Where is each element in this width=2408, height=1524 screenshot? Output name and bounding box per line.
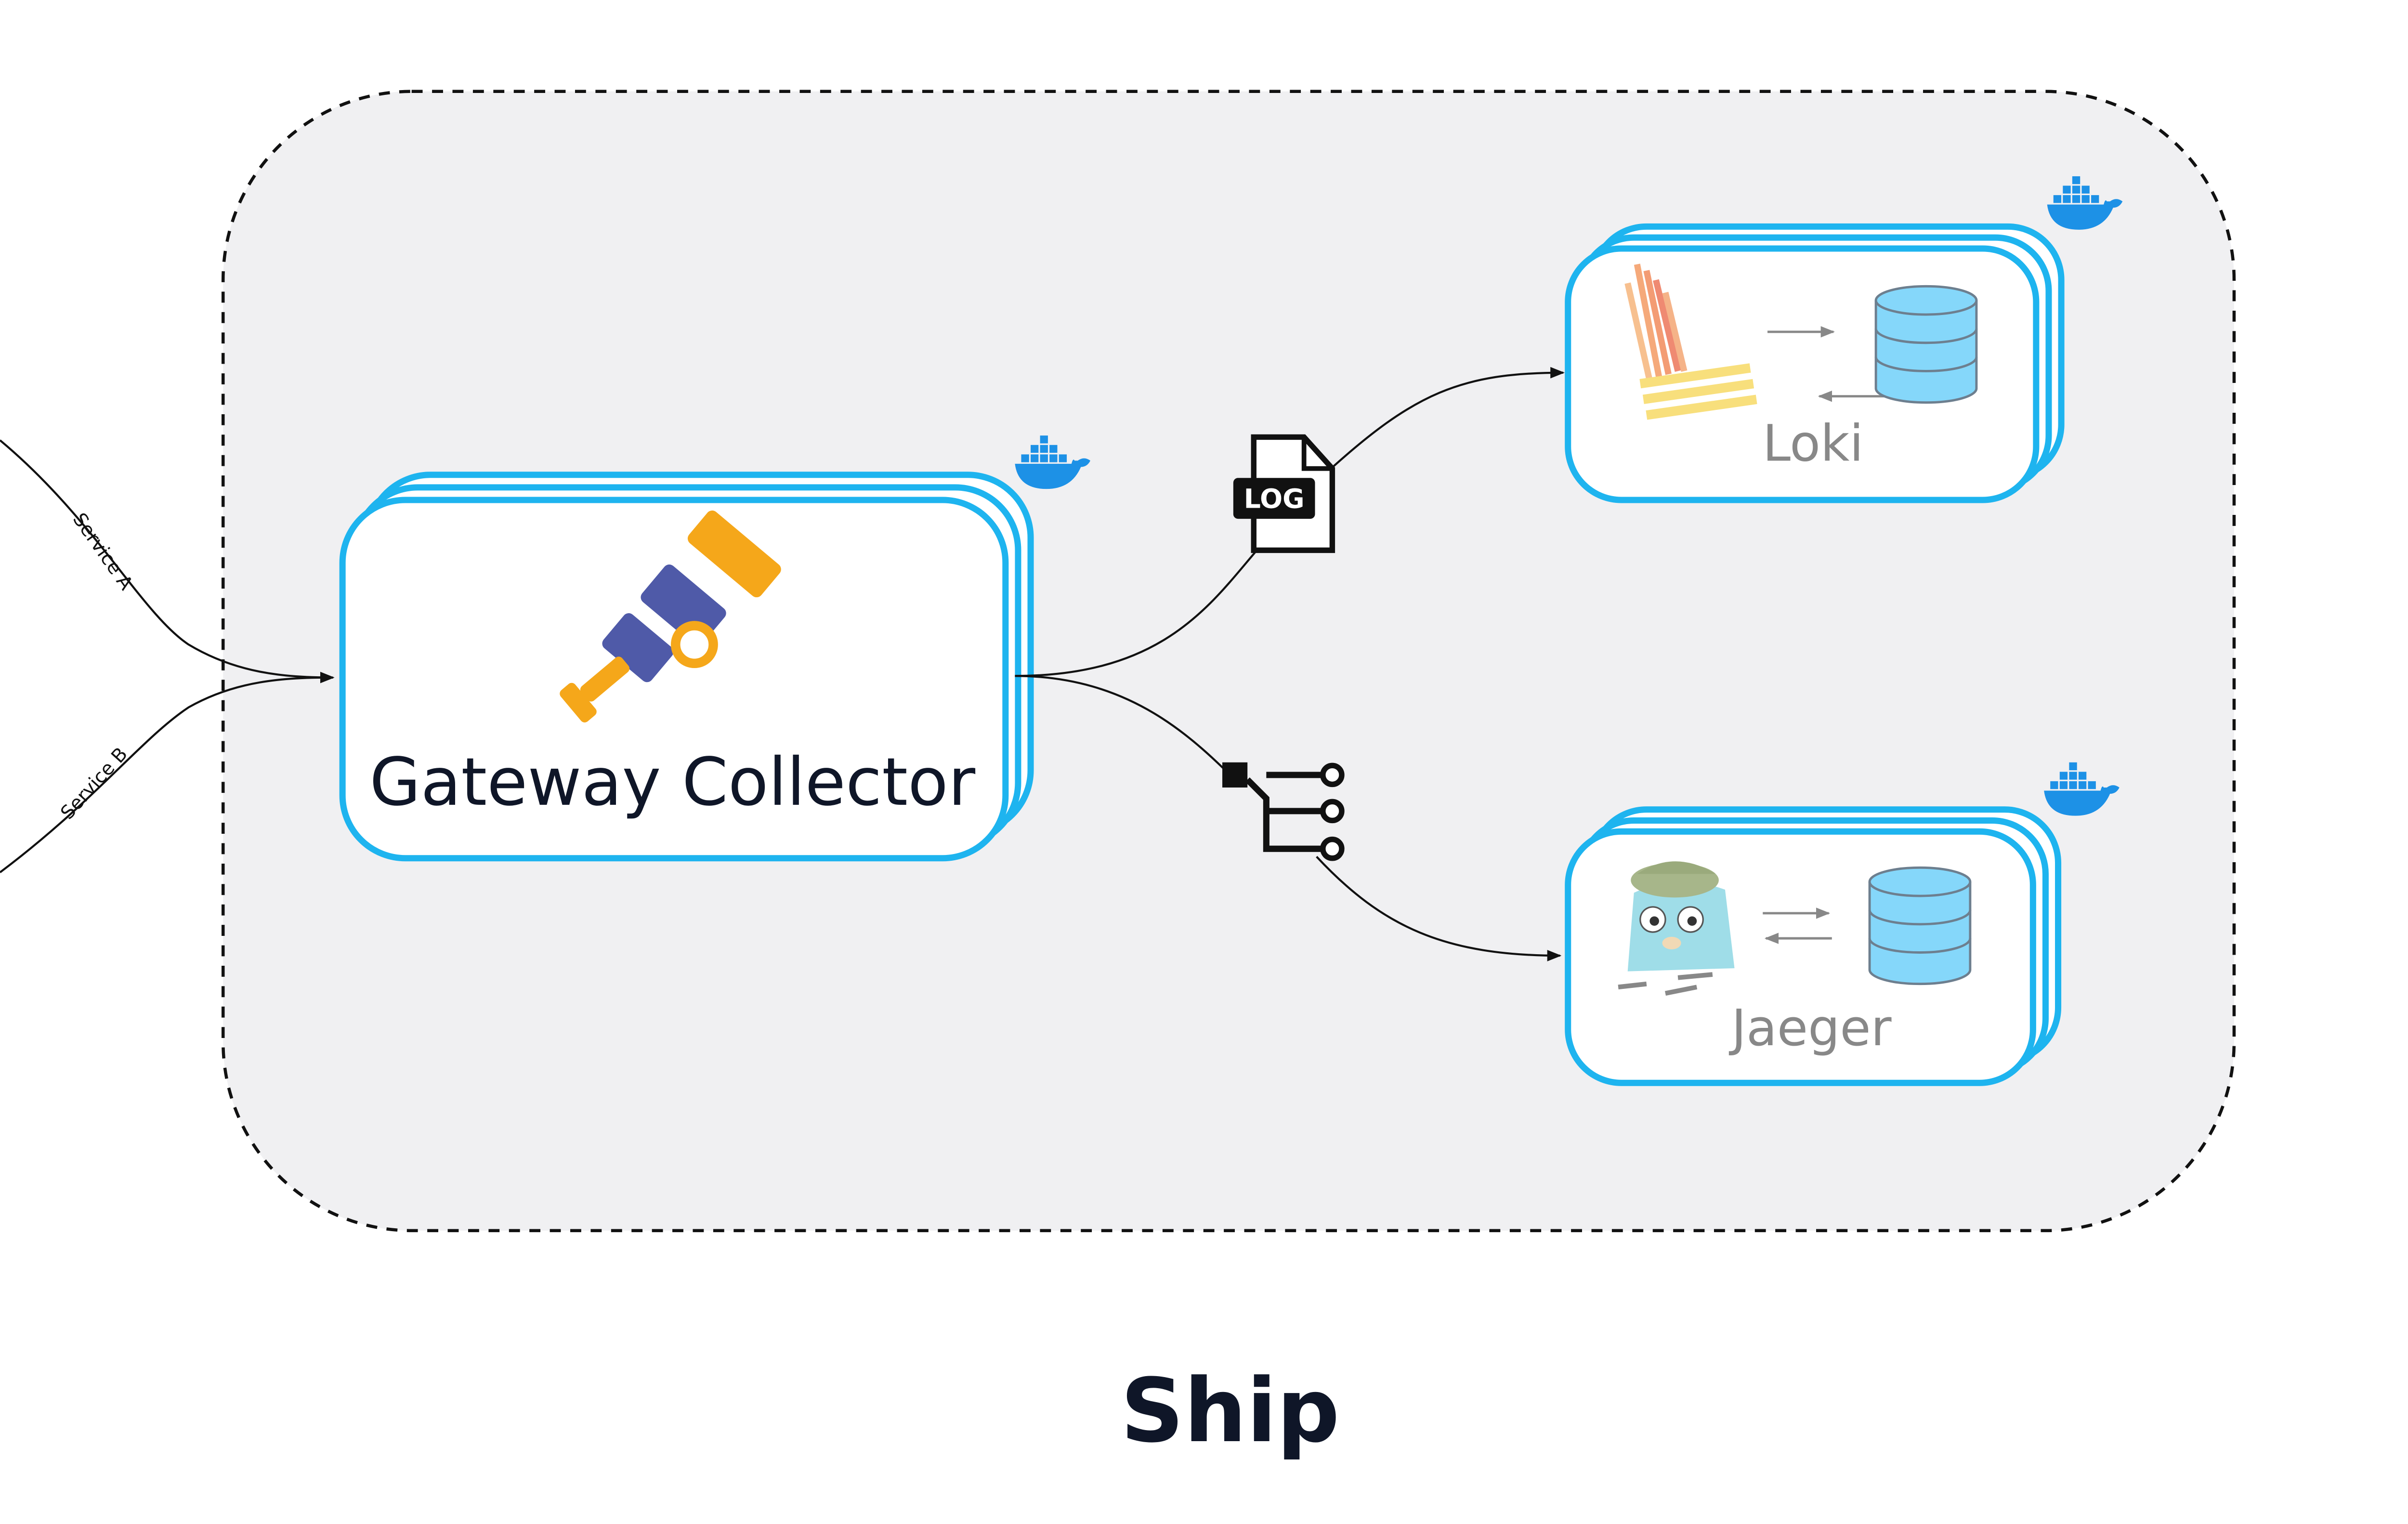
- jaeger-label: Jaeger: [1728, 998, 1891, 1057]
- loki-database-icon: [1876, 286, 1976, 402]
- service-b-label: Service B: [57, 743, 132, 824]
- traces-edge-part1: [1015, 675, 1242, 787]
- jaeger-node[interactable]: Jaeger: [1565, 806, 2062, 1086]
- log-file-icon: LOG: [1233, 434, 1335, 553]
- service-a-label: Service A: [68, 509, 137, 594]
- logs-edge-part1: [1015, 549, 1258, 677]
- telescope-icon: [560, 510, 781, 723]
- gateway-collector-label: Gateway Collector: [369, 744, 975, 821]
- trace-tree-icon: [1222, 762, 1345, 861]
- diagram-title: Ship: [1121, 1360, 1340, 1462]
- loki-label: Loki: [1763, 414, 1864, 473]
- jaeger-gopher-icon: [1618, 861, 1735, 996]
- traces-edge-part2: [1316, 856, 1562, 961]
- log-file-label: LOG: [1244, 484, 1305, 514]
- logs-edge-part2: [1327, 367, 1565, 473]
- loki-logo-icon: [1624, 263, 1757, 420]
- loki-node[interactable]: Loki: [1565, 223, 2065, 503]
- jaeger-database-icon: [1870, 867, 1970, 984]
- gateway-collector-node[interactable]: Gateway Collector: [339, 472, 1034, 862]
